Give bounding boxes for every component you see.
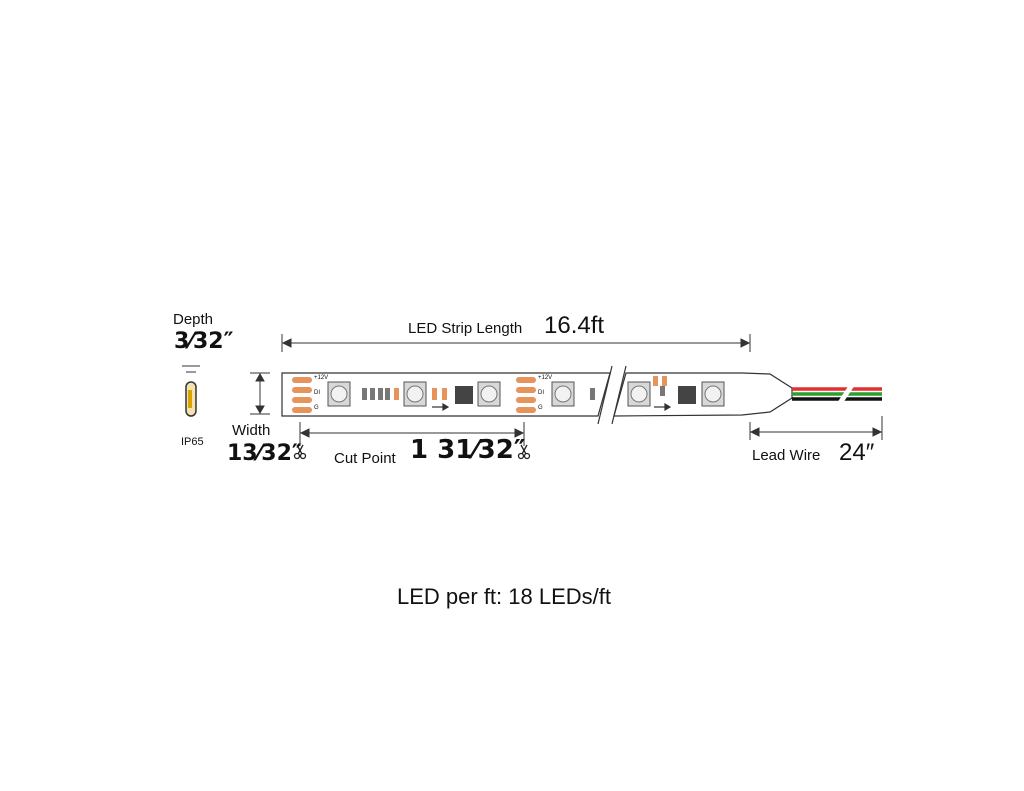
strip-length-dimension (281, 334, 751, 352)
scissors-icon (293, 444, 307, 460)
width-label: Width (232, 422, 271, 439)
led-chip (551, 381, 575, 407)
led-density: LED per ft: 18 LEDs/ft (397, 584, 611, 609)
width-dimension (250, 372, 270, 415)
solder-pads-2 (516, 377, 536, 413)
pad-label-12v: +12V (538, 375, 553, 381)
lead-wires (792, 383, 882, 405)
led-chip (701, 381, 725, 407)
strip-length-value: 16.4ft (544, 312, 605, 339)
scissors-icon (517, 444, 531, 460)
led-chips (327, 381, 725, 407)
pad-label-12v: +12V (314, 375, 329, 381)
cut-point-label: Cut Point (334, 450, 396, 467)
pad-label-g: G (538, 405, 543, 411)
cut-point-dimension (299, 422, 525, 446)
cut-point-value: 1 31⁄32″ (410, 435, 526, 465)
strip-profile (182, 365, 200, 417)
led-chip (477, 381, 501, 407)
strip-length-label: LED Strip Length (408, 320, 523, 337)
lead-wire-dimension (749, 416, 883, 440)
resistors (362, 386, 665, 400)
pad-label-g: G (314, 405, 319, 411)
lead-wire-value: 24″ (839, 439, 875, 466)
led-chip (327, 381, 351, 407)
depth-label: Depth (173, 311, 214, 328)
driver-ic (455, 386, 473, 404)
ip-rating: IP65 (181, 436, 204, 448)
driver-ics (455, 386, 696, 404)
driver-ic (678, 386, 696, 404)
depth-value: 3⁄32″ (174, 329, 234, 354)
orange-resistors (394, 376, 667, 400)
pad-label-di: DI (538, 390, 544, 396)
solder-pads-1 (292, 377, 312, 413)
led-chip (403, 381, 427, 407)
width-value: 13⁄32″ (227, 441, 302, 466)
direction-arrows (432, 402, 672, 412)
lead-wire-label: Lead Wire (752, 447, 821, 464)
pad-label-di: DI (314, 390, 320, 396)
led-chip (627, 381, 651, 407)
